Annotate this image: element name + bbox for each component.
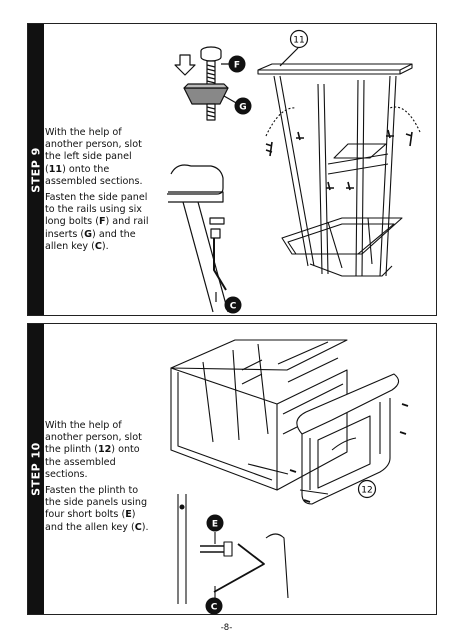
svg-text:C: C bbox=[211, 603, 218, 613]
callout-plinth-12: 12 bbox=[357, 479, 377, 499]
callout-key-C: C bbox=[224, 296, 242, 314]
callout-key-C-step10: C bbox=[205, 597, 223, 615]
svg-text:F: F bbox=[234, 61, 240, 71]
plinth-illustration bbox=[296, 373, 400, 505]
svg-text:12: 12 bbox=[361, 486, 372, 496]
svg-text:E: E bbox=[212, 520, 218, 530]
step-9-paragraph-2: Fasten the side panel to the rails using… bbox=[45, 192, 149, 252]
page-number: -8- bbox=[220, 623, 233, 633]
cabinet-illustration bbox=[257, 63, 421, 277]
step-9-paragraph-1: With the help of another person, slot th… bbox=[45, 127, 143, 187]
step-9-instructions: With the help of another person, slot th… bbox=[45, 127, 153, 257]
callout-panel-11: 11 bbox=[289, 29, 309, 49]
step-9-panel: STEP 9 With the help of another person, … bbox=[27, 23, 437, 316]
step-10-illustration: 12 E C bbox=[170, 339, 409, 615]
rail-insert-illustration bbox=[183, 83, 229, 121]
step-10-paragraph-2: Fasten the plinth to the side panels usi… bbox=[45, 485, 149, 533]
cabinet-side-illustration bbox=[170, 339, 348, 491]
svg-text:C: C bbox=[230, 302, 237, 312]
callout-insert-G: G bbox=[234, 97, 252, 115]
callout-bolt-E: E bbox=[206, 514, 224, 532]
svg-text:11: 11 bbox=[293, 36, 304, 46]
step-9-sidebar: STEP 9 bbox=[28, 24, 44, 315]
step-9-illustration: 11 F G C bbox=[167, 29, 421, 314]
long-bolt-illustration bbox=[200, 46, 222, 90]
step-10-paragraph-1: With the help of another person, slot th… bbox=[45, 420, 142, 480]
svg-text:G: G bbox=[239, 103, 246, 113]
step-10-sidebar: STEP 10 bbox=[28, 324, 44, 614]
step-10-panel: STEP 10 With the help of another person,… bbox=[27, 323, 437, 615]
step-10-instructions: With the help of another person, slot th… bbox=[45, 420, 153, 538]
callout-bolt-F: F bbox=[228, 55, 246, 73]
